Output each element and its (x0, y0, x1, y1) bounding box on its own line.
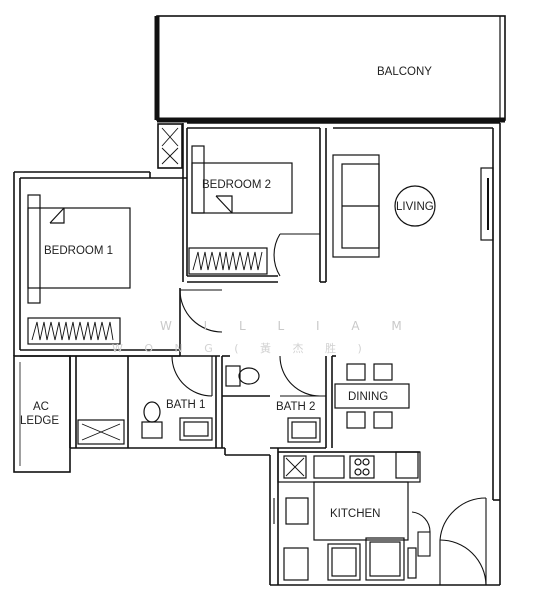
dining-furniture (334, 363, 410, 429)
label-bath-2: BATH 2 (276, 401, 315, 413)
label-ac-ledge-line-2: LEDGE (20, 415, 59, 427)
kitchen-fixtures (277, 451, 421, 581)
balcony-area (154, 15, 506, 123)
label-bath-1: BATH 1 (166, 399, 205, 411)
label-dining: DINING (348, 391, 388, 403)
label-living: LIVING (396, 201, 434, 213)
watermark: W I L L I A M W O N G ( 黃 杰 胜 ) (112, 319, 416, 355)
bath-1-fixtures (77, 401, 213, 445)
label-bedroom-1: BEDROOM 1 (44, 245, 113, 257)
ac-ledge (13, 355, 71, 473)
bedroom-1-furniture (27, 194, 131, 345)
doors (171, 233, 487, 586)
outer-walls (13, 122, 501, 586)
watermark-line-2: W O N G ( 黃 杰 胜 ) (112, 341, 371, 355)
living-furniture (332, 154, 494, 258)
bath-2-fixtures (225, 365, 321, 443)
room-labels: BALCONY BEDROOM 2 BEDROOM 1 LIVING AC LE… (20, 66, 434, 520)
label-ac-ledge-line-1: AC (33, 401, 49, 413)
label-kitchen: KITCHEN (330, 508, 380, 520)
watermark-line-1: W I L L I A M (160, 319, 416, 333)
bedroom-2-furniture (188, 145, 293, 275)
label-balcony: BALCONY (377, 66, 432, 78)
label-bedroom-2: BEDROOM 2 (202, 179, 271, 191)
